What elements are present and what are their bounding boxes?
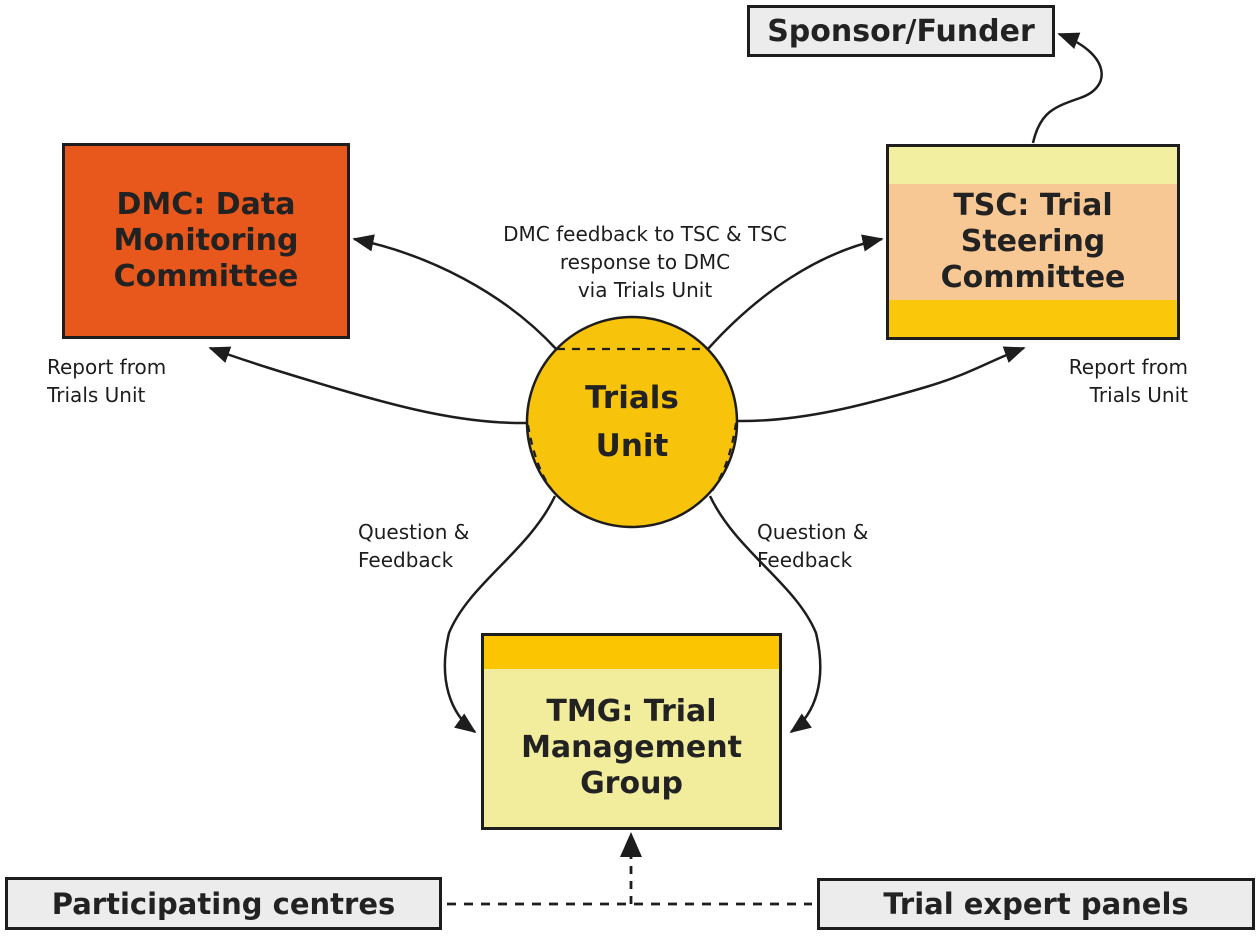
dmc-label-line3: Committee bbox=[113, 259, 299, 294]
tsc-label-area: TSC: Trial Steering Committee bbox=[889, 184, 1177, 300]
edge-label-question-feedback-left-line2: Feedback bbox=[358, 548, 454, 572]
tsc-node: TSC: Trial Steering Committee bbox=[886, 144, 1180, 340]
tmg-node: TMG: Trial Management Group bbox=[481, 633, 782, 830]
trial-expert-panels-node: Trial expert panels bbox=[817, 878, 1255, 930]
edge-label-question-feedback-right-line2: Feedback bbox=[757, 548, 853, 572]
edge-label-report-left-line2: Trials Unit bbox=[47, 383, 146, 407]
trials-unit-label-line2: Unit bbox=[595, 427, 669, 464]
dashed-arrow-to-tmg-head bbox=[620, 832, 642, 857]
dashed-arc-left-in-circle bbox=[526, 424, 557, 496]
edge-label-report-left-line1: Report from bbox=[47, 355, 167, 379]
edge-label-report-left: Report from Trials Unit bbox=[47, 353, 166, 409]
trials-unit-node-label: Trials Unit bbox=[527, 317, 737, 527]
edge-label-question-feedback-left-line1: Question & bbox=[358, 520, 470, 544]
edge-label-report-right: Report from Trials Unit bbox=[1028, 353, 1188, 409]
tsc-label-line3: Committee bbox=[940, 260, 1126, 295]
edge-label-report-right-line2: Trials Unit bbox=[1089, 383, 1188, 407]
edge-label-question-feedback-left: Question & Feedback bbox=[358, 518, 469, 574]
edge-label-dmc-tsc-feedback-line2: response to DMC bbox=[559, 250, 731, 274]
tmg-label-line1: TMG: Trial bbox=[546, 694, 717, 729]
tsc-label-line2: Steering bbox=[960, 224, 1106, 259]
tmg-label-line3: Group bbox=[580, 766, 683, 801]
tsc-bottom-stripe bbox=[889, 300, 1177, 337]
tsc-top-stripe bbox=[889, 147, 1177, 184]
arrow-trialsunit-to-dmc-feedback bbox=[352, 234, 558, 351]
sponsor-funder-node: Sponsor/Funder bbox=[747, 5, 1055, 57]
edge-label-dmc-tsc-feedback-line3: via Trials Unit bbox=[577, 278, 713, 302]
sponsor-funder-label: Sponsor/Funder bbox=[767, 13, 1035, 49]
edge-label-question-feedback-right-line1: Question & bbox=[757, 520, 869, 544]
trials-unit-label-line1: Trials bbox=[585, 379, 679, 416]
participating-centres-label: Participating centres bbox=[51, 886, 396, 921]
trials-unit-circle bbox=[525, 315, 739, 529]
dmc-node: DMC: Data Monitoring Committee bbox=[62, 143, 350, 339]
arrow-tsc-to-sponsor bbox=[1031, 32, 1103, 144]
arrow-trialsunit-to-tmg-right bbox=[708, 495, 822, 734]
dmc-label-line2: Monitoring bbox=[113, 223, 299, 258]
tsc-label-line1: TSC: Trial bbox=[953, 188, 1113, 223]
arrow-trialsunit-to-tsc-feedback bbox=[706, 234, 884, 351]
trial-expert-panels-label: Trial expert panels bbox=[883, 887, 1189, 921]
dashed-arc-right-in-circle bbox=[708, 422, 738, 496]
tmg-top-stripe bbox=[484, 636, 779, 669]
arrow-trialsunit-to-tsc-report bbox=[736, 346, 1026, 423]
edge-label-dmc-tsc-feedback: DMC feedback to TSC & TSC response to DM… bbox=[495, 220, 795, 304]
edge-label-report-right-line1: Report from bbox=[1068, 355, 1188, 379]
participating-centres-node: Participating centres bbox=[5, 877, 442, 930]
arrow-trialsunit-to-dmc-report bbox=[208, 346, 528, 425]
edge-label-question-feedback-right: Question & Feedback bbox=[757, 518, 868, 574]
tmg-label-area: TMG: Trial Management Group bbox=[484, 669, 779, 827]
arrow-trialsunit-to-tmg-left bbox=[443, 495, 557, 734]
edge-label-dmc-tsc-feedback-line1: DMC feedback to TSC & TSC bbox=[503, 222, 787, 246]
dmc-label-line1: DMC: Data bbox=[116, 187, 296, 222]
tmg-label-line2: Management bbox=[521, 730, 742, 765]
